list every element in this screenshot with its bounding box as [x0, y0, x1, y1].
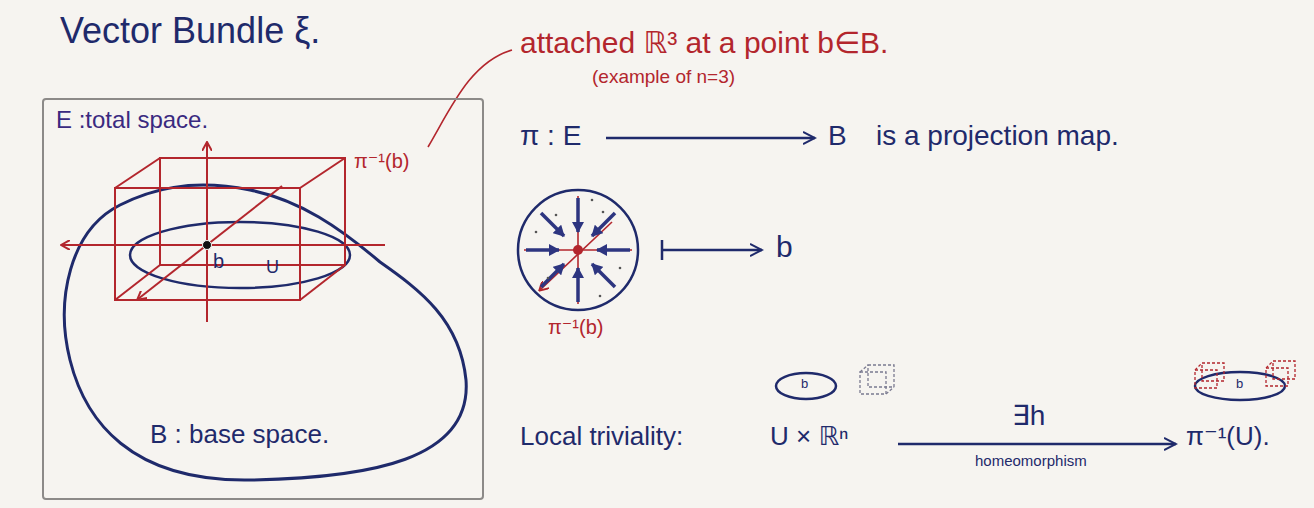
cube-face [1195, 370, 1217, 388]
map-name: ∃h [1012, 400, 1045, 432]
contracting-arrow [576, 268, 580, 302]
image-point-label: b [776, 230, 793, 265]
product-space-label: U × ℝⁿ [770, 422, 848, 452]
axis-horizontal [62, 244, 385, 246]
contracting-arrow [576, 198, 580, 232]
maps-to-arrow [662, 240, 762, 260]
projection-source: π : E [520, 120, 581, 152]
neighbourhood-label: U [266, 257, 279, 278]
fibre-label: π⁻¹(b) [548, 316, 603, 339]
point-label: b [1236, 377, 1243, 392]
contracting-arrow [592, 264, 615, 287]
contracting-arrow [592, 213, 615, 236]
cube-edge [115, 158, 160, 188]
cube-edge [300, 265, 345, 300]
axis-vertical [206, 143, 208, 322]
diagram-title: Vector Bundle ξ. [60, 10, 320, 51]
fibre-label: π⁻¹(b) [354, 150, 409, 173]
example-note: (example of n=3) [592, 66, 735, 88]
axis-diagonal [138, 186, 282, 299]
cube-edge [886, 387, 894, 394]
point-label: b [801, 377, 808, 392]
fibre-disk [518, 190, 638, 310]
contracting-arrow [541, 213, 564, 236]
local-triviality-label: Local triviality: [520, 422, 683, 452]
speck [591, 199, 594, 202]
contracting-arrow [526, 248, 559, 252]
base-space-label: B : base space. [150, 420, 329, 450]
cube-edge [1266, 361, 1273, 368]
cube-edge [860, 365, 868, 372]
cube-face [868, 365, 894, 387]
projection-target: B [828, 120, 847, 152]
small-neighbourhood [776, 373, 836, 399]
speck [599, 295, 602, 298]
contracting-arrow [541, 264, 564, 287]
speck [555, 214, 558, 217]
speck [619, 267, 622, 270]
speck [547, 277, 550, 280]
cube-edge [1195, 363, 1202, 370]
point-label: b [213, 250, 224, 273]
cube-back-face [160, 158, 345, 265]
preimage-dashed-cubes [1195, 361, 1295, 388]
fibre-cube [62, 143, 385, 322]
cube-edge [300, 158, 345, 188]
cube-face [1202, 363, 1224, 381]
contracting-arrow [597, 248, 630, 252]
speck [602, 211, 605, 214]
disk-axis [540, 222, 612, 290]
fibre-note: attached ℝ³ at a point b∈B. [520, 26, 888, 61]
small-dashed-cube [860, 365, 894, 394]
base-point [203, 241, 212, 250]
projection-note: is a projection map. [876, 120, 1119, 152]
disk-centre [573, 245, 583, 255]
cube-face [860, 372, 886, 394]
disk-outline [518, 190, 638, 310]
contracting-arrows [526, 198, 630, 302]
node-label: E :total space. [56, 106, 470, 134]
cube-face [1266, 368, 1288, 386]
maps-to-shaft [662, 249, 762, 252]
neighbourhood-ellipse [130, 222, 350, 288]
cube-face [1273, 361, 1295, 379]
projection-arrow [606, 137, 815, 140]
disk-specks [535, 199, 622, 298]
base-space-outline [64, 185, 466, 480]
preimage-label: π⁻¹(U). [1186, 422, 1270, 452]
speck [535, 231, 538, 234]
map-kind: homeomorphism [975, 452, 1087, 469]
homeomorphism-arrow [898, 443, 1176, 446]
cube-edge [115, 265, 160, 300]
